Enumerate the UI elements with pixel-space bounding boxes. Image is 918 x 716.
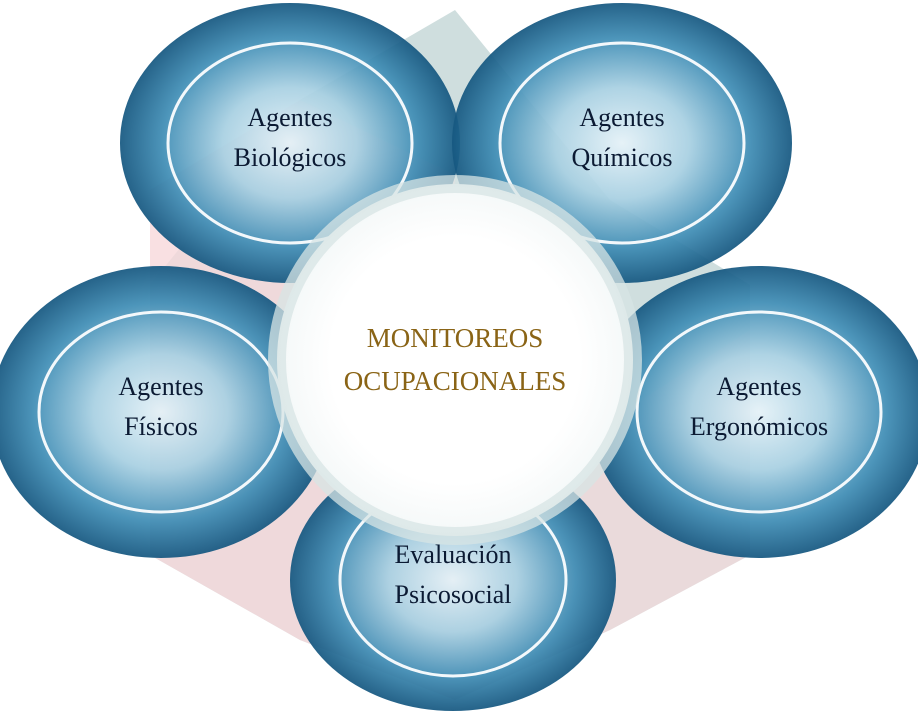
node-label-biologicos-line-1: Agentes (247, 103, 332, 132)
center-node: MONITOREOS OCUPACIONALES (268, 175, 642, 545)
node-label-fisicos-line-2: Físicos (124, 412, 198, 441)
node-ring-ergonomicos (635, 310, 883, 514)
center-title-line-1: MONITOREOS (367, 323, 544, 353)
node-label-ergonomicos-line-2: Ergonómicos (690, 412, 828, 441)
node-disk-ergonomicos (589, 266, 918, 558)
node-ring-biologicos (166, 41, 414, 245)
node-label-quimicos-line-2: Químicos (571, 143, 672, 172)
node-label-biologicos-line-2: Biológicos (234, 143, 347, 172)
node-label-ergonomicos-line-1: Agentes (716, 372, 801, 401)
node-label-fisicos-line-1: Agentes (118, 372, 203, 401)
node-disk-fisicos (0, 266, 331, 558)
center-title-line-2: OCUPACIONALES (344, 366, 567, 396)
node-ring-quimicos (498, 41, 746, 245)
node-label-psicosocial-line-2: Psicosocial (395, 580, 512, 609)
center-disk (268, 175, 642, 545)
node-label-quimicos-line-1: Agentes (579, 103, 664, 132)
